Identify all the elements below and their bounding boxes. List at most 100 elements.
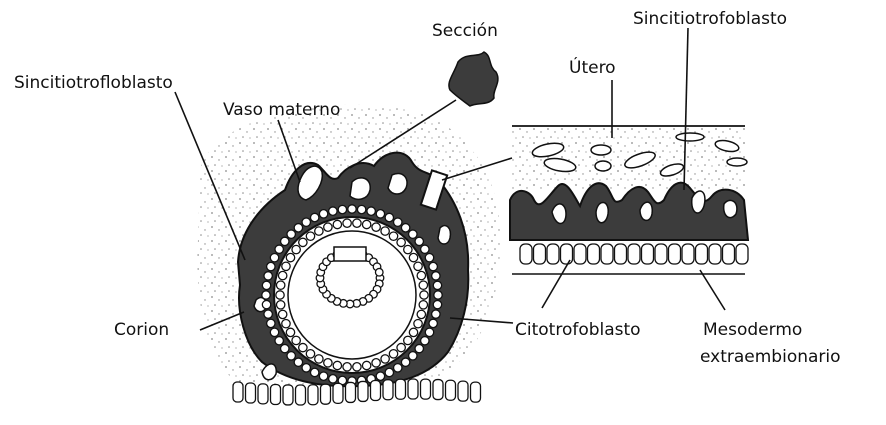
cell (262, 281, 270, 289)
cell (417, 310, 425, 318)
cell (628, 244, 640, 264)
cell (383, 380, 393, 400)
cell (409, 230, 417, 238)
cell (420, 291, 428, 299)
cell (397, 343, 405, 351)
cell (292, 336, 300, 344)
lacuna (388, 173, 407, 194)
cell (433, 281, 441, 289)
cell (306, 350, 314, 358)
cell (343, 363, 351, 371)
cell (696, 244, 708, 264)
cell (389, 232, 397, 240)
cell (262, 291, 270, 299)
cell (615, 244, 627, 264)
cell (736, 244, 748, 264)
cell (362, 220, 370, 228)
label-seccion: Sección (432, 21, 498, 41)
cell (415, 237, 423, 245)
cell (425, 253, 433, 261)
lacuna (438, 226, 450, 244)
label-corion: Corion (114, 320, 169, 340)
cell (669, 244, 681, 264)
cell (276, 291, 284, 299)
cell (409, 328, 417, 336)
cell (471, 382, 481, 402)
label-utero: Útero (569, 56, 616, 78)
cell (319, 210, 327, 218)
cell (434, 291, 442, 299)
cell (433, 300, 441, 308)
lacuna (350, 178, 370, 200)
cell (333, 220, 341, 228)
cell (278, 271, 286, 279)
cell (419, 301, 427, 309)
cell (394, 218, 402, 226)
cell (283, 385, 293, 405)
cell (372, 223, 380, 231)
cell (270, 253, 278, 261)
cell (421, 379, 431, 399)
cell (458, 381, 468, 401)
cell (353, 219, 361, 227)
cell (306, 232, 314, 240)
cell (601, 244, 613, 264)
cell (275, 337, 283, 345)
cell (308, 385, 318, 405)
cell (389, 350, 397, 358)
cell (417, 271, 425, 279)
cell (286, 253, 294, 261)
cell (404, 336, 412, 344)
cell (278, 310, 286, 318)
cell (262, 300, 270, 308)
cell (358, 381, 368, 401)
cell (346, 382, 356, 402)
cell (286, 328, 294, 336)
cell (415, 344, 423, 352)
cell (414, 262, 422, 270)
label-sincitiotrofloblasto: Sincitiotrofloblasto (14, 73, 173, 93)
cell (299, 238, 307, 246)
cell (302, 218, 310, 226)
cell (302, 364, 310, 372)
cell (409, 352, 417, 360)
cell (321, 384, 331, 404)
cell (333, 361, 341, 369)
cell (281, 344, 289, 352)
cell (409, 253, 417, 261)
cell (315, 355, 323, 363)
cell (348, 205, 356, 213)
cell (682, 244, 694, 264)
cell (343, 219, 351, 227)
cell (723, 244, 735, 264)
cell (421, 245, 429, 253)
cell (547, 244, 559, 264)
cell (267, 319, 275, 327)
cell (292, 245, 300, 253)
tissue-section (510, 126, 748, 274)
cell (233, 382, 243, 402)
cell (642, 244, 654, 264)
cell (404, 245, 412, 253)
cell (258, 384, 268, 404)
cell (264, 272, 272, 280)
cell (315, 227, 323, 235)
cell (276, 281, 284, 289)
cell (385, 368, 393, 376)
cell (375, 268, 383, 276)
cell (264, 310, 272, 318)
cell (357, 205, 365, 213)
cell (333, 383, 343, 403)
cell (414, 319, 422, 327)
cell (709, 244, 721, 264)
cell (408, 379, 418, 399)
cell (588, 244, 600, 264)
cell (371, 380, 381, 400)
cell (287, 230, 295, 238)
cell (367, 207, 375, 215)
cell (432, 310, 440, 318)
cell (275, 245, 283, 253)
cell (421, 337, 429, 345)
cell (296, 385, 306, 405)
